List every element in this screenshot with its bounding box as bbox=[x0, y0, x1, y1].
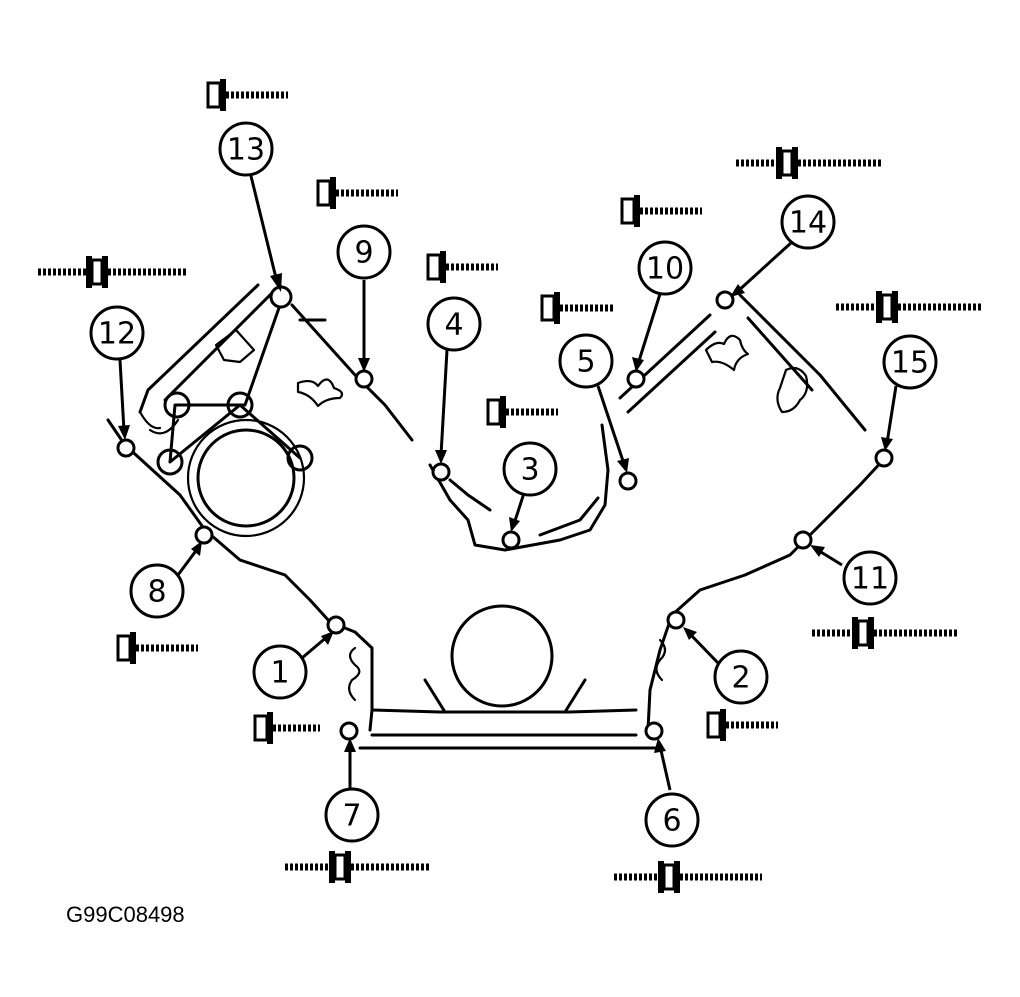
bolt-hole-10 bbox=[626, 369, 646, 389]
bolt-hole-3 bbox=[501, 530, 521, 550]
callout-1: 1 bbox=[252, 644, 308, 700]
callout-label-7: 7 bbox=[342, 799, 361, 834]
callout-7: 7 bbox=[324, 787, 380, 843]
callout-label-12: 12 bbox=[98, 317, 136, 352]
bolt-icon bbox=[426, 251, 498, 283]
bolt-icon bbox=[614, 861, 762, 893]
callout-11: 11 bbox=[842, 550, 898, 606]
callout-label-8: 8 bbox=[147, 575, 166, 610]
bolt-hole-5 bbox=[618, 471, 638, 491]
callout-label-9: 9 bbox=[354, 236, 373, 271]
callouts: 1 2 3 4 5 6 7 8 bbox=[89, 121, 938, 848]
callout-5: 5 bbox=[558, 333, 614, 389]
bolt-hole-12 bbox=[116, 438, 136, 458]
callout-label-13: 13 bbox=[227, 133, 265, 168]
callout-2: 2 bbox=[713, 649, 769, 705]
callout-label-1: 1 bbox=[270, 656, 289, 691]
callout-3: 3 bbox=[502, 441, 558, 497]
callout-8: 8 bbox=[129, 563, 185, 619]
callout-15: 15 bbox=[882, 334, 938, 390]
callout-label-4: 4 bbox=[444, 308, 463, 343]
callout-label-15: 15 bbox=[891, 346, 929, 381]
bolt-icon bbox=[206, 79, 288, 111]
bolt-hole-7 bbox=[339, 721, 359, 741]
bolt-hole-2 bbox=[666, 610, 686, 630]
bolt-icon bbox=[285, 851, 431, 883]
bolt-icon bbox=[316, 177, 398, 209]
bolt-hole-6 bbox=[644, 721, 664, 741]
callout-12: 12 bbox=[89, 305, 145, 361]
bolt-hole-14 bbox=[715, 290, 735, 310]
bolt-icon bbox=[812, 617, 958, 649]
bolt-hole-15 bbox=[874, 448, 894, 468]
bolt-hole-9 bbox=[354, 369, 374, 389]
bolt-icon bbox=[540, 292, 614, 324]
bolt-hole-4 bbox=[431, 462, 451, 482]
bolt-icon bbox=[736, 147, 882, 179]
leader-lines bbox=[118, 171, 898, 791]
bolt-icon bbox=[706, 709, 778, 741]
bolt-icon bbox=[620, 195, 702, 227]
callout-14: 14 bbox=[780, 194, 836, 250]
callout-label-10: 10 bbox=[646, 252, 684, 287]
bolt-icon bbox=[486, 396, 558, 428]
callout-label-11: 11 bbox=[851, 562, 889, 597]
timing-cover-outline bbox=[106, 283, 887, 750]
callout-4: 4 bbox=[426, 296, 482, 352]
callout-label-5: 5 bbox=[576, 345, 595, 380]
bolt-icon bbox=[253, 712, 320, 744]
bolt-hole-1 bbox=[326, 615, 346, 635]
bolt-holes bbox=[116, 285, 894, 741]
callout-label-14: 14 bbox=[789, 206, 827, 241]
callout-9: 9 bbox=[336, 224, 392, 280]
figure-code: G99C08498 bbox=[66, 902, 185, 927]
bolt-hole-11 bbox=[793, 530, 813, 550]
callout-label-6: 6 bbox=[662, 804, 681, 839]
callout-label-3: 3 bbox=[520, 453, 539, 488]
callout-13: 13 bbox=[218, 121, 274, 177]
bolt-icons bbox=[38, 79, 982, 893]
callout-6: 6 bbox=[644, 792, 700, 848]
bolt-icon bbox=[38, 256, 186, 288]
bolt-hole-8 bbox=[194, 525, 214, 545]
bolt-icon bbox=[836, 291, 982, 323]
bolt-icon bbox=[116, 632, 198, 664]
callout-10: 10 bbox=[637, 240, 693, 296]
callout-label-2: 2 bbox=[731, 661, 750, 696]
